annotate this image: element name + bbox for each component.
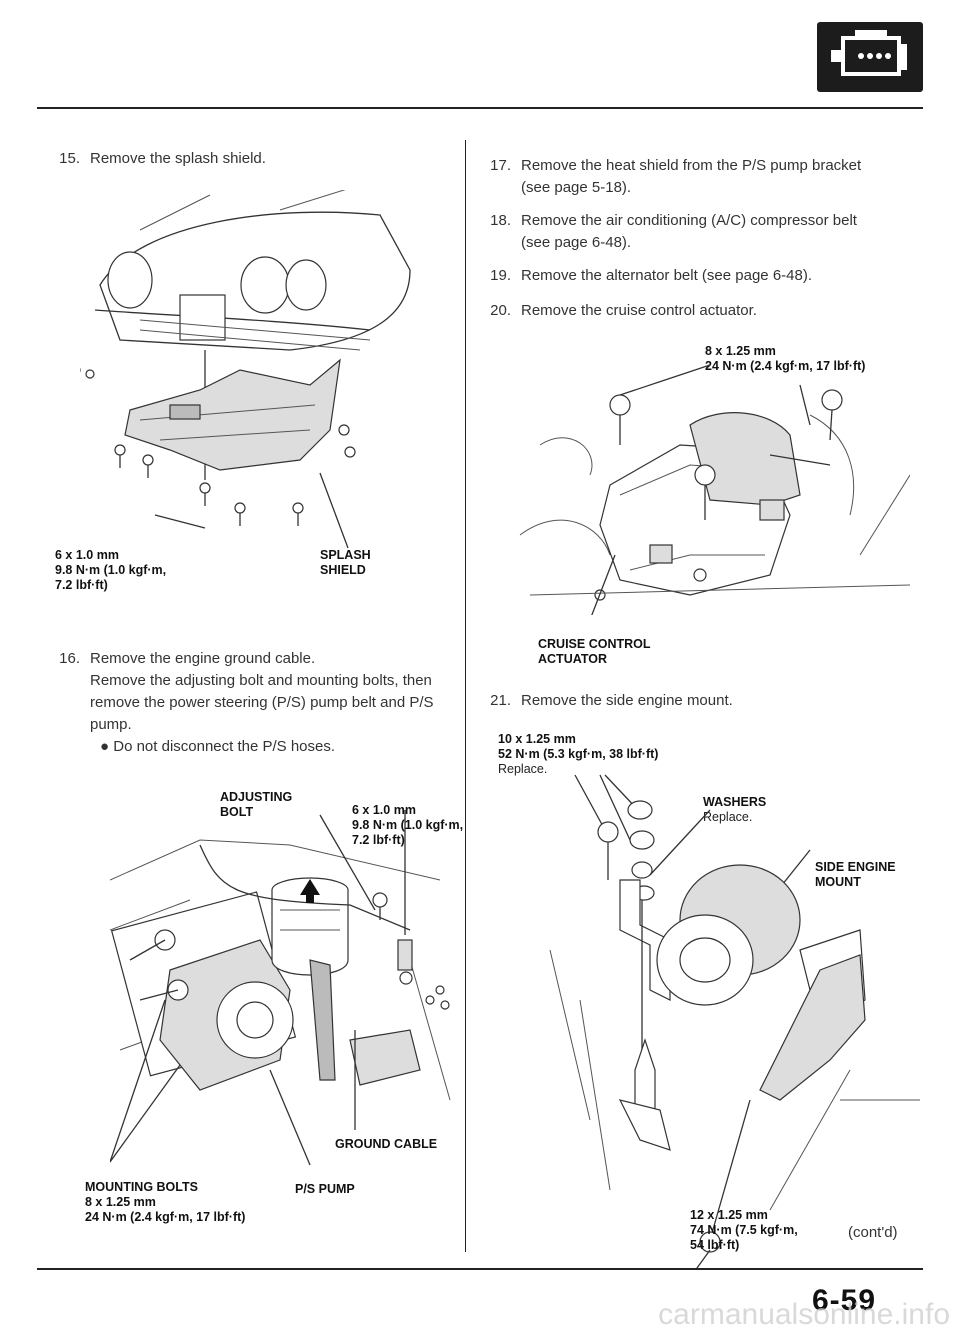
section-tab-icon <box>817 22 923 92</box>
continued-note: (cont'd) <box>848 1224 898 1241</box>
column-divider <box>465 140 466 1252</box>
step-20: 20. Remove the cruise control actuator. <box>490 302 757 319</box>
side-mount-illustration <box>549 774 920 1270</box>
ps-pump-label: P/S PUMP <box>295 1182 355 1196</box>
step-17: 17. Remove the heat shield from the P/S … <box>490 157 862 196</box>
side-mount-figure <box>520 770 920 1270</box>
watermark: carmanualsonline.info <box>658 1298 950 1331</box>
ps-pump-illustration <box>110 810 451 1166</box>
washers-label: WASHERS <box>703 795 767 809</box>
bolt-icon <box>80 367 356 526</box>
washer-icon <box>627 800 655 901</box>
header-rule <box>37 107 923 109</box>
mount-top-replace-note: Replace. <box>498 762 548 776</box>
engine-icon <box>831 30 907 76</box>
splash-shield-illustration <box>80 190 411 549</box>
step-19: 19. Remove the alternator belt (see page… <box>490 267 812 284</box>
cruise-actuator-illustration <box>519 364 910 615</box>
bullet-note: ● Do not disconnect the P/S hoses. <box>100 738 336 755</box>
page-number: 6-59 <box>812 1284 877 1317</box>
cruise-actuator-figure <box>510 355 910 615</box>
step-16: 16. Remove the engine ground cable.Remov… <box>52 648 462 758</box>
step-18: 18. Remove the air conditioning (A/C) co… <box>490 212 857 251</box>
ground-cable-label: GROUND CABLE <box>335 1137 438 1151</box>
washers-replace-note: Replace. <box>703 810 753 824</box>
ps-pump-figure <box>110 800 460 1180</box>
splash-shield-figure <box>80 190 460 610</box>
step-21: 21. Remove the side engine mount. <box>490 692 733 709</box>
footer-rule <box>37 1268 923 1270</box>
